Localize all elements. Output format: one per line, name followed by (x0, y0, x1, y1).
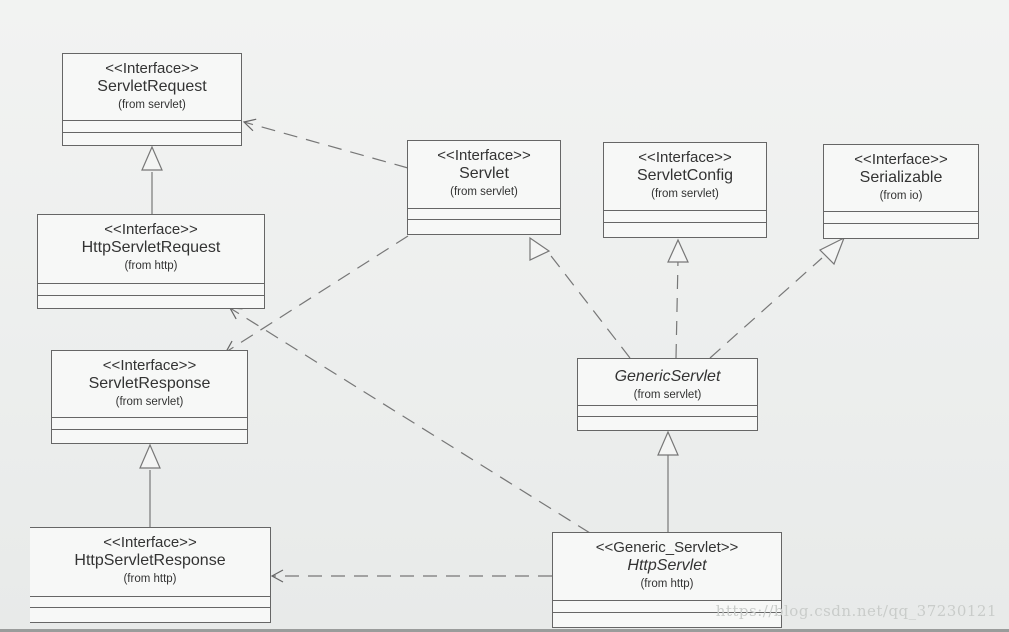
class-name: GenericServlet (614, 368, 721, 385)
stereotype-label: <<Interface>> (104, 221, 198, 238)
class-name: HttpServletResponse (74, 552, 226, 569)
realization-line (675, 259, 679, 359)
serializable-class: <<Interface>> Serializable (from io) (823, 144, 979, 239)
package-label: (from http) (640, 578, 694, 590)
generalization-triangle (141, 145, 163, 171)
realization-line (709, 257, 823, 359)
stereotype-label: <<Interface>> (437, 147, 531, 164)
generalization-triangle (657, 430, 679, 456)
package-label: (from io) (879, 190, 923, 202)
class-name: HttpServletRequest (81, 239, 221, 256)
package-label: (from servlet) (118, 99, 186, 111)
package-label: (from http) (123, 573, 177, 585)
attributes-compartment (604, 210, 766, 211)
stereotype-label: <<Interface>> (103, 534, 197, 551)
attributes-compartment (30, 596, 270, 597)
package-label: (from servlet) (651, 188, 719, 200)
stereotype-label: <<Interface>> (105, 60, 199, 77)
realization-triangle (667, 238, 689, 263)
class-name: Serializable (859, 169, 943, 186)
class-name: ServletRequest (97, 78, 207, 95)
attributes-compartment (63, 120, 241, 121)
bottom-border (0, 629, 1009, 632)
dependency-line (242, 118, 409, 169)
operations-compartment (52, 429, 247, 430)
servlet-request-class: <<Interface>> ServletRequest (from servl… (62, 53, 242, 146)
realization-triangle (529, 236, 551, 261)
operations-compartment (63, 132, 241, 133)
stereotype-label: <<Interface>> (854, 151, 948, 168)
dependency-line (228, 307, 591, 534)
class-name: Servlet (459, 165, 509, 182)
http-servlet-response-class: <<Interface>> HttpServletResponse (from … (30, 527, 271, 623)
watermark-text: https://blog.csdn.net/qq_37230121 (715, 602, 997, 620)
realization-triangle (818, 236, 846, 266)
class-name: ServletConfig (636, 167, 734, 184)
servlet-config-class: <<Interface>> ServletConfig (from servle… (603, 142, 767, 238)
class-name: HttpServlet (627, 557, 707, 574)
stereotype-label: <<Interface>> (638, 149, 732, 166)
attributes-compartment (52, 417, 247, 418)
stereotype-label: <<Generic_Servlet>> (595, 539, 739, 556)
realization-line (547, 251, 631, 359)
operations-compartment (578, 416, 757, 417)
servlet-response-class: <<Interface>> ServletResponse (from serv… (51, 350, 248, 444)
servlet-class: <<Interface>> Servlet (from servlet) (407, 140, 561, 235)
generic-servlet-class: GenericServlet (from servlet) (577, 358, 758, 431)
operations-compartment (38, 295, 264, 296)
package-label: (from http) (124, 260, 178, 272)
http-servlet-class: <<Generic_Servlet>> HttpServlet (from ht… (552, 532, 782, 628)
package-label: (from servlet) (633, 389, 702, 401)
stereotype-label: <<Interface>> (102, 357, 197, 374)
attributes-compartment (824, 211, 978, 212)
operations-compartment (30, 607, 270, 608)
operations-compartment (824, 223, 978, 224)
class-name: ServletResponse (88, 375, 211, 392)
generalization-triangle (139, 443, 161, 469)
operations-compartment (604, 222, 766, 223)
operations-compartment (553, 612, 781, 613)
attributes-compartment (578, 405, 757, 406)
attributes-compartment (553, 600, 781, 601)
package-label: (from servlet) (450, 186, 518, 198)
attributes-compartment (38, 283, 264, 284)
package-label: (from servlet) (115, 396, 184, 408)
http-servlet-request-class: <<Interface>> HttpServletRequest (from h… (37, 214, 265, 309)
operations-compartment (408, 219, 560, 220)
attributes-compartment (408, 208, 560, 209)
